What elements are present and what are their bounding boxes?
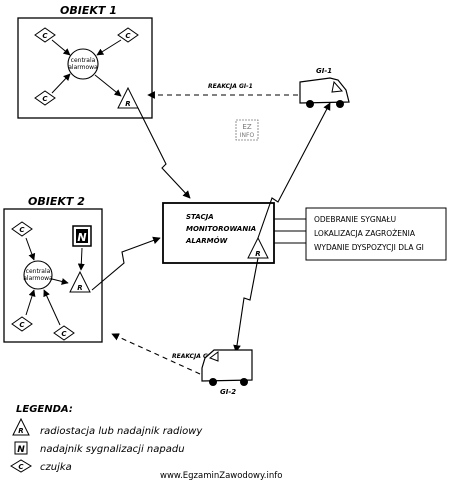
legend: LEGENDA: R radiostacja lub nadajnik radi… — [10, 404, 203, 473]
legend-sensor-symbol: C — [10, 459, 32, 473]
objekt2-title: OBIEKT 2 — [28, 195, 85, 208]
legend-sensor-text: czujka — [40, 462, 72, 473]
objekt2-radio: R — [69, 270, 91, 293]
reakcja-gi2-label: REAKCJA GI-2 — [172, 353, 217, 360]
vehicle-gi1-label: GI-1 — [316, 67, 332, 75]
task-item-2: LOKALIZACJA ZAGROŻENIA — [314, 229, 416, 238]
svg-text:R: R — [255, 250, 260, 258]
objekt1-central-label-1: centrala — [71, 57, 96, 64]
objekt1-title: OBIEKT 1 — [60, 4, 117, 17]
objekt2-central — [23, 260, 53, 290]
svg-text:C: C — [125, 32, 131, 40]
svg-text:C: C — [19, 321, 25, 329]
svg-text:R: R — [18, 427, 23, 435]
link-station-gi1 — [257, 102, 331, 239]
svg-text:EZ: EZ — [242, 123, 251, 131]
svg-text:C: C — [42, 32, 48, 40]
link-station-gi2 — [233, 257, 259, 353]
objekt1-sensor-tl: C — [34, 27, 56, 43]
task-item-3: WYDANIE DYSPOZYCJI DLA GI — [314, 243, 424, 252]
reakcja-gi1-label: REAKCJA GI-1 — [208, 83, 253, 90]
legend-radio-symbol: R — [12, 417, 30, 436]
objekt1-central — [67, 48, 99, 80]
objekt2-panic-transmitter: N — [72, 225, 92, 247]
svg-text:C: C — [18, 463, 24, 471]
legend-panic-text: nadajnik sygnalizacji napadu — [40, 444, 185, 455]
objekt2-sensor-bl: C — [11, 316, 33, 332]
legend-panic-symbol: N — [14, 441, 28, 455]
svg-text:N: N — [77, 231, 86, 244]
svg-text:R: R — [125, 100, 130, 108]
tasks-list: ODEBRANIE SYGNAŁU LOKALIZACJA ZAGROŻENIA… — [305, 207, 447, 261]
legend-title: LEGENDA: — [16, 404, 73, 415]
objekt2-sensor-top: C — [11, 221, 33, 237]
objekt2-sensor-br: C — [53, 325, 75, 341]
watermark-logo: EZ INFO — [235, 119, 259, 141]
link-objekt2-station — [91, 236, 161, 291]
objekt1-central-label-2: alarmowa — [68, 64, 98, 71]
svg-text:C: C — [61, 330, 67, 338]
svg-text:C: C — [42, 95, 48, 103]
station-group: STACJA MONITOROWANIA ALARMÓW R — [162, 202, 275, 264]
station-label-3: ALARMÓW — [185, 236, 228, 245]
objekt2-group: OBIEKT 2 centrala alarmowa C C C N R — [3, 195, 103, 343]
station-label-2: MONITOROWANIA — [186, 225, 256, 233]
svg-text:R: R — [77, 284, 82, 292]
objekt2-central-label-1: centrala — [26, 268, 51, 275]
objekt1-group: OBIEKT 1 centrala alarmowa C C C R — [17, 4, 153, 119]
svg-text:INFO: INFO — [240, 132, 255, 139]
vehicle-gi2: GI-2 — [201, 349, 253, 396]
objekt2-central-label-2: alarmowa — [23, 275, 53, 282]
station-label-1: STACJA — [186, 213, 214, 221]
task-item-1: ODEBRANIE SYGNAŁU — [314, 215, 396, 224]
objekt1-sensor-tr: C — [117, 27, 139, 43]
reakcja-gi2-arrow — [111, 333, 201, 375]
objekt1-sensor-bl: C — [34, 90, 56, 106]
footer-url: www.EgzaminZawodowy.info — [160, 471, 282, 481]
vehicle-gi1: GI-1 — [299, 67, 350, 108]
vehicle-gi2-label: GI-2 — [220, 388, 236, 396]
svg-text:C: C — [19, 226, 25, 234]
legend-radio-text: radiostacja lub nadajnik radiowy — [40, 426, 203, 437]
link-objekt1-station — [137, 107, 191, 199]
objekt1-radio: R — [117, 86, 139, 109]
svg-text:N: N — [17, 445, 25, 455]
